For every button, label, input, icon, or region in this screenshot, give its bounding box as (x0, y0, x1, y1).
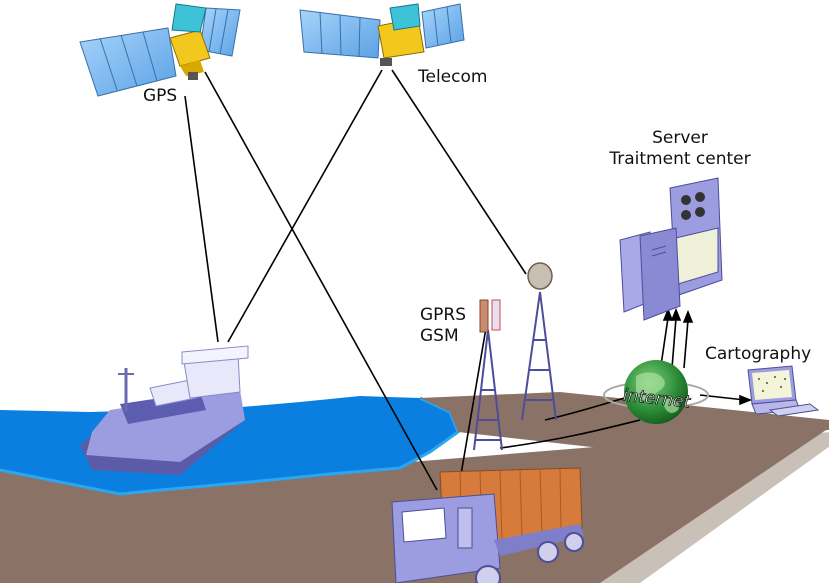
dish-tower-icon (521, 262, 557, 421)
gsm-antenna-icon (473, 299, 503, 451)
link-truck-gsm (457, 327, 487, 493)
server-icon (619, 177, 723, 321)
land-back (420, 392, 829, 448)
link-telecom-ship (227, 69, 383, 343)
server-label: Server Traitment center (600, 128, 760, 170)
server-label-line2: Traitment center (609, 149, 751, 169)
gprs-label: GPRS (420, 305, 467, 325)
arrow-server-2 (670, 307, 682, 321)
cargo-ship-icon (80, 345, 249, 475)
telecom-satellite-icon (299, 3, 465, 66)
server-label-line1: Server (652, 128, 708, 148)
gprs-gsm-label: GPRS GSM (420, 305, 466, 347)
gps-satellite-icon (79, 3, 241, 97)
link-gsm-internet (499, 419, 641, 449)
link-gps-ship (184, 95, 219, 343)
arrow-server-1 (662, 307, 674, 321)
internet-globe-icon (603, 360, 709, 424)
arrow-computer (739, 394, 753, 406)
link-internet-server-2 (671, 317, 677, 369)
gps-label: GPS (143, 86, 178, 106)
truck-icon (391, 467, 584, 587)
computer-icon (747, 365, 820, 417)
link-internet-server-3 (683, 319, 689, 369)
link-gps-truck (204, 71, 438, 491)
cartography-label: Cartography (705, 344, 812, 364)
link-telecom-dish (391, 69, 527, 275)
gsm-label: GSM (420, 326, 459, 346)
telecom-label: Telecom (418, 67, 488, 87)
arrow-server-3 (682, 309, 694, 323)
